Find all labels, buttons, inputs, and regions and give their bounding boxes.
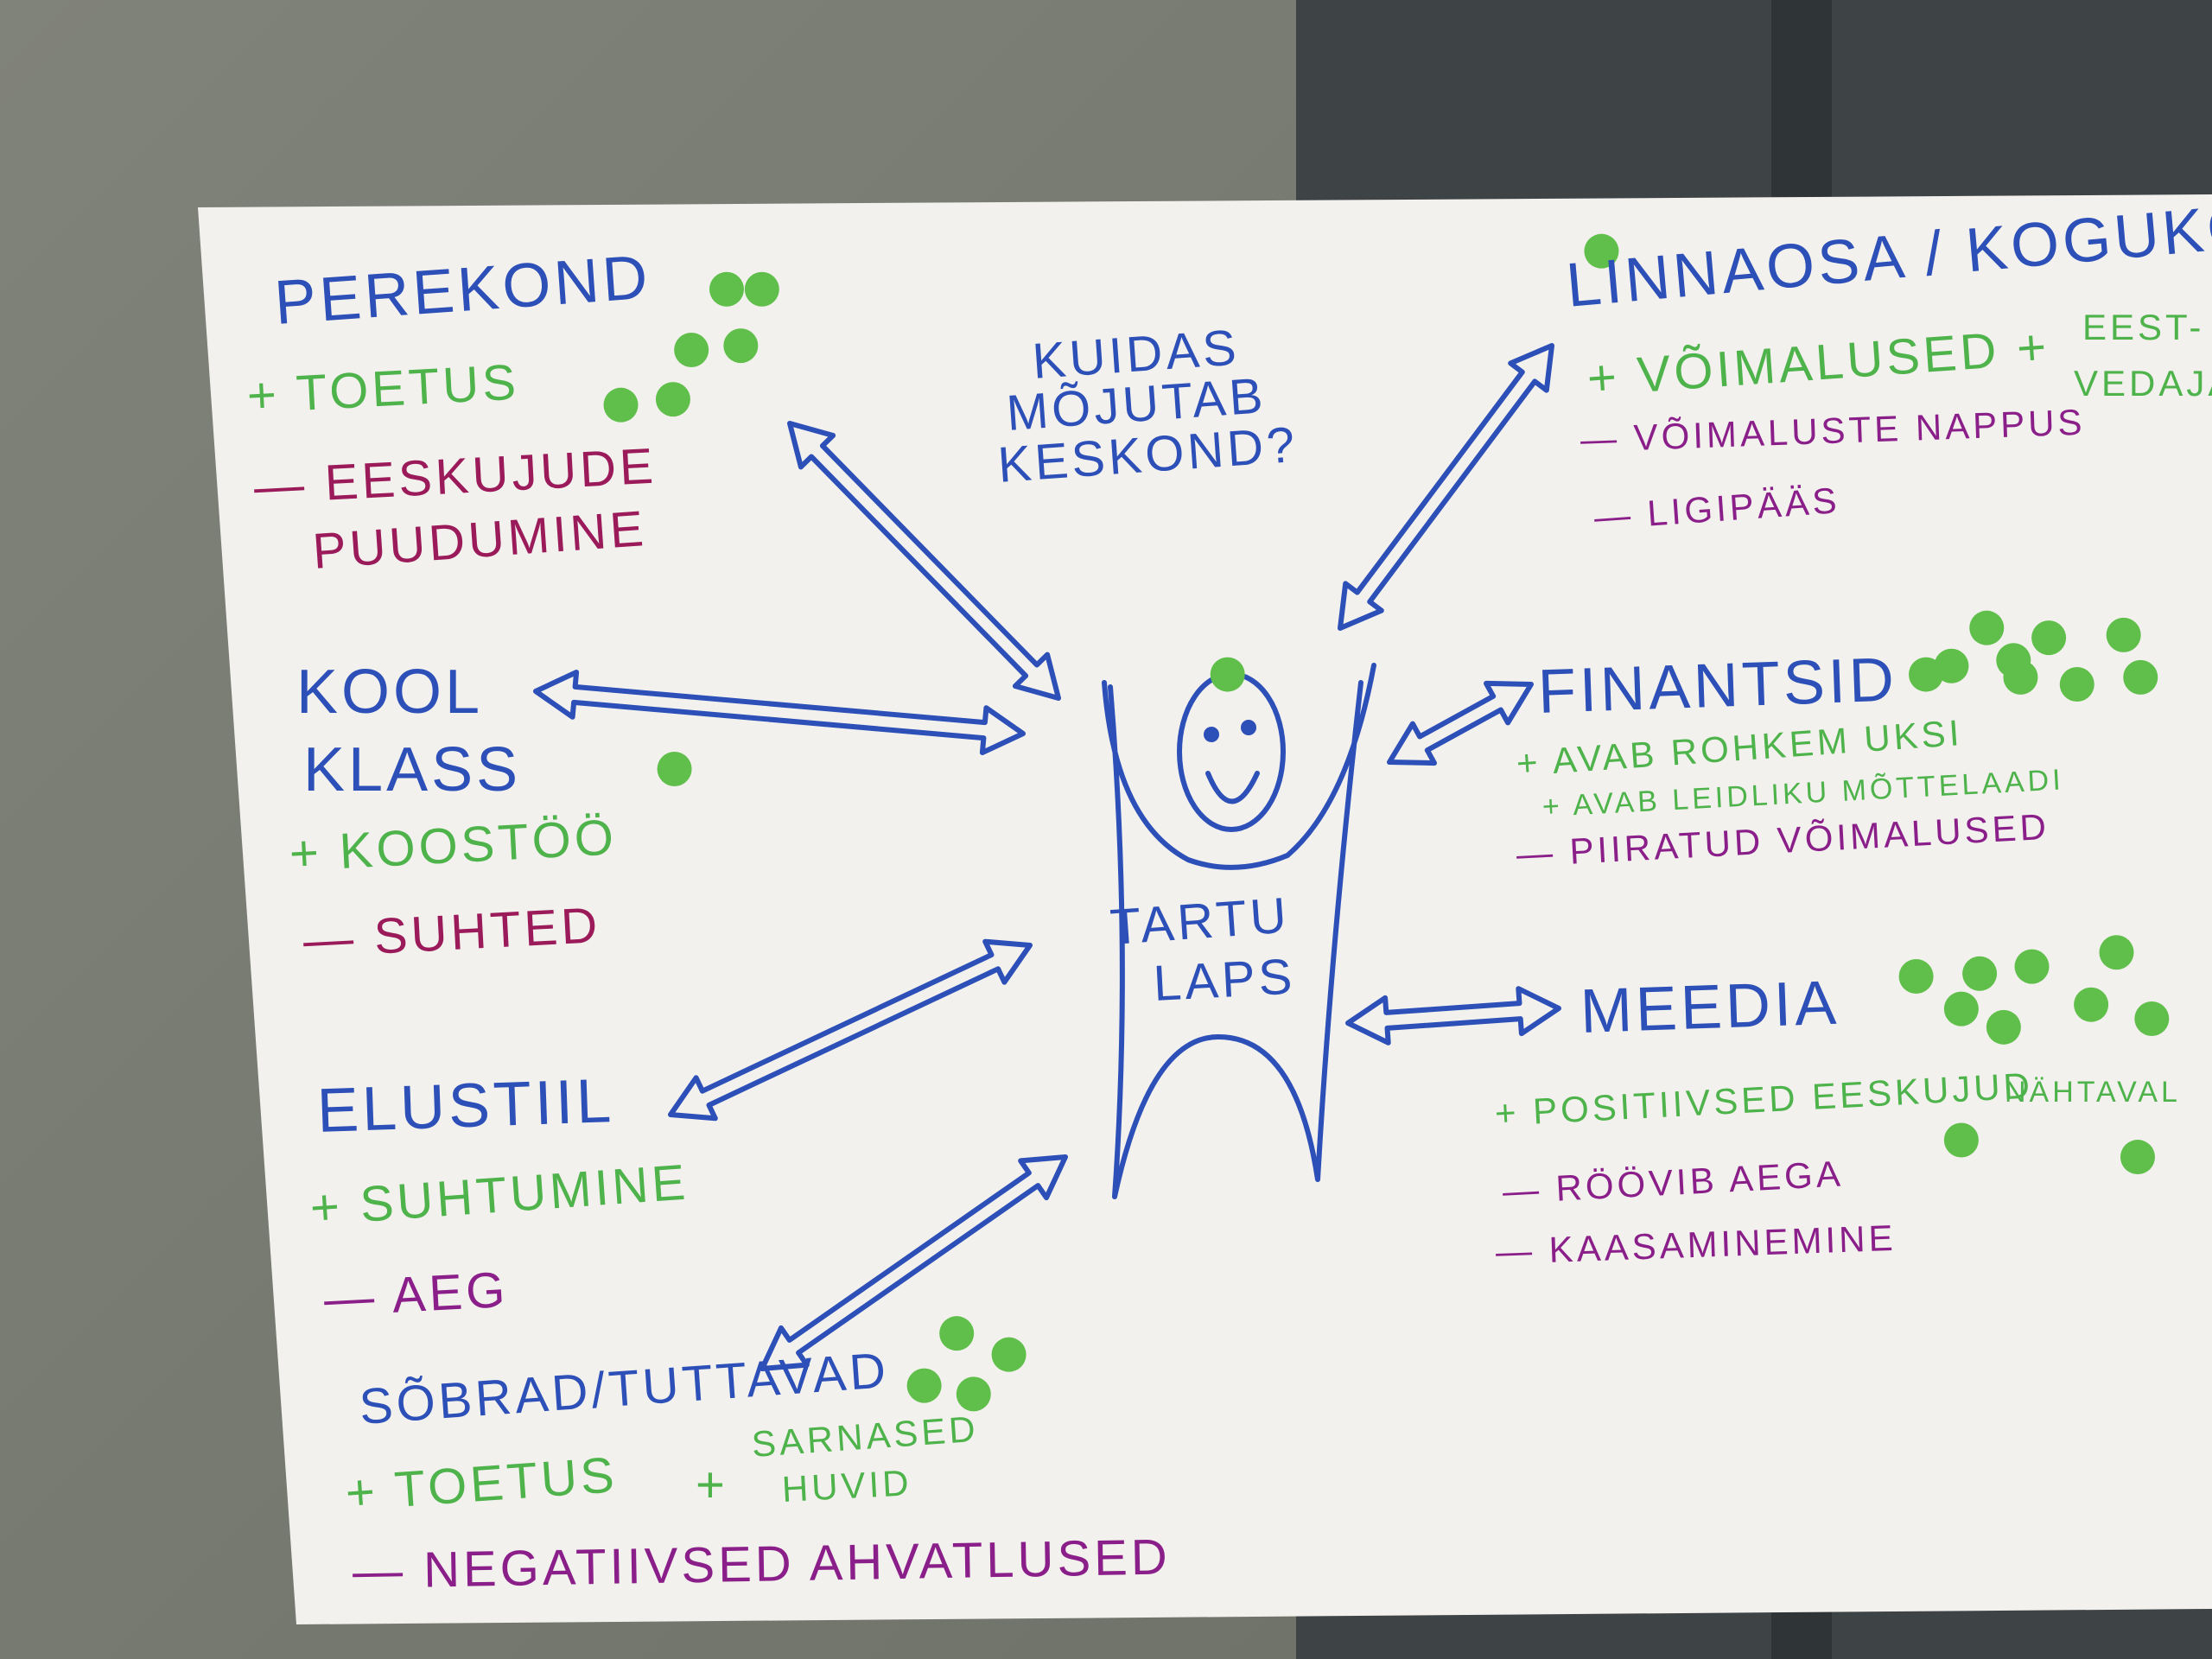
paper-sheet xyxy=(198,194,2212,1624)
green-vote-dot xyxy=(2059,667,2094,702)
green-vote-dot xyxy=(1210,657,1245,692)
green-vote-dot xyxy=(709,271,744,307)
finantsid-title: FINANTSID xyxy=(1536,645,1899,727)
green-vote-dot xyxy=(906,1368,942,1403)
green-vote-dot xyxy=(1943,1122,1979,1158)
linnaosa-plus-2-line-2: VEDAJAD xyxy=(2074,363,2212,404)
double-arrow xyxy=(668,938,1033,1122)
figure-eye-left xyxy=(1204,727,1219,742)
figure-smile xyxy=(1205,771,1260,804)
figure-body xyxy=(1102,663,1376,1199)
double-arrow xyxy=(1338,343,1554,631)
green-vote-dot xyxy=(956,1376,991,1412)
green-vote-dot xyxy=(2014,949,2050,984)
kool-title: KOOL xyxy=(296,658,484,727)
green-vote-dot xyxy=(674,332,709,367)
stick-figure xyxy=(1102,663,1376,1199)
green-vote-dot xyxy=(1584,233,1619,269)
green-vote-dot xyxy=(2031,620,2067,656)
green-vote-dot xyxy=(1943,991,1979,1027)
double-arrow xyxy=(1345,986,1561,1046)
figure-eye-right xyxy=(1241,720,1256,735)
green-vote-dot xyxy=(723,328,759,364)
double-arrow xyxy=(787,421,1061,701)
klass-title: KLASS xyxy=(303,735,522,804)
green-vote-dot xyxy=(744,271,779,307)
green-vote-dot xyxy=(2003,659,2038,695)
figure-label-laps: LAPS xyxy=(1152,948,1297,1012)
sobrad-plus-2-line-2: HUVID xyxy=(780,1462,913,1510)
double-arrow xyxy=(760,1154,1068,1371)
elustiil-minus: — AEG xyxy=(322,1261,510,1327)
green-vote-dot xyxy=(2099,935,2134,970)
meedia-title: MEEDIA xyxy=(1579,968,1841,1046)
double-arrow xyxy=(533,670,1026,755)
green-vote-dot xyxy=(1962,956,1998,991)
green-vote-dot xyxy=(2106,617,2141,652)
green-vote-dot xyxy=(991,1337,1027,1372)
meedia-plus-cont: NÄHTAVAL xyxy=(2005,1076,2181,1109)
green-vote-dot xyxy=(939,1316,975,1351)
sobrad-plus-2: + xyxy=(696,1457,728,1513)
green-vote-dot xyxy=(1934,648,1969,683)
linnaosa-plus-2-line-1: EEST- xyxy=(2082,307,2205,347)
green-vote-dot xyxy=(655,382,690,417)
green-vote-dot xyxy=(657,751,692,786)
green-vote-dot xyxy=(2120,1140,2155,1175)
green-vote-dot xyxy=(2134,1001,2170,1037)
green-vote-dot xyxy=(2074,987,2109,1022)
green-vote-dot xyxy=(1969,610,2005,645)
green-vote-dot xyxy=(1986,1009,2021,1045)
double-arrow xyxy=(1387,680,1534,766)
green-vote-dot xyxy=(603,387,639,423)
elustiil-title: ELUSTIIL xyxy=(315,1066,616,1146)
green-vote-dot xyxy=(2123,659,2158,695)
green-vote-dot xyxy=(1898,959,1934,995)
